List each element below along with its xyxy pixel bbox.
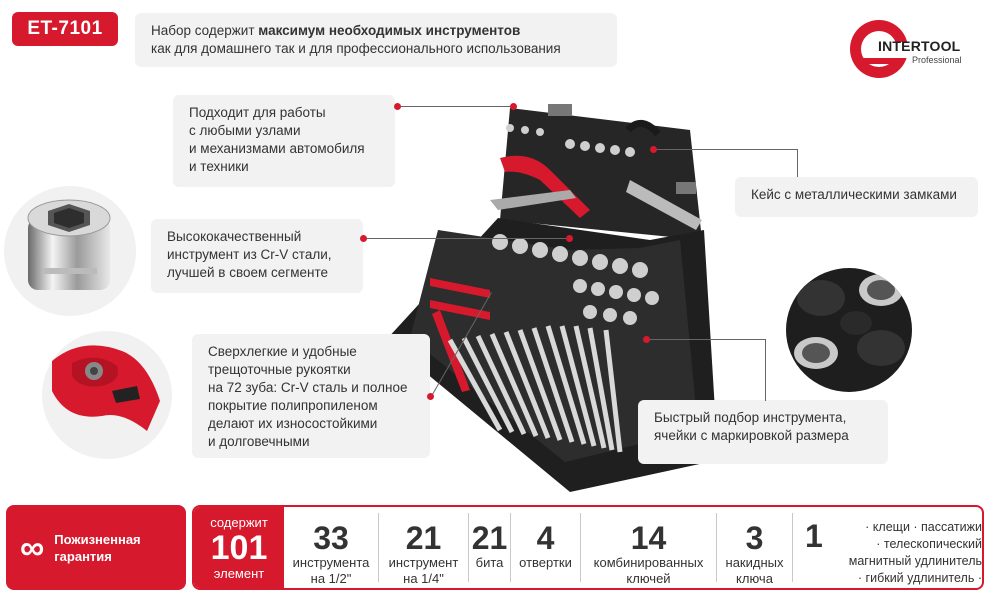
units-line: и механизмами автомобиля: [189, 141, 365, 156]
stat-label: отвертки: [519, 555, 572, 570]
stat-label: инструмента: [292, 555, 370, 570]
steel-line: лучшей в своем сегменте: [167, 265, 328, 280]
stat-item: 33 инструмента на 1/2": [284, 513, 379, 586]
stat-number: 21: [471, 520, 508, 556]
socket-image: [4, 186, 136, 316]
warranty-badge: ∞ Пожизненная гарантия: [6, 505, 186, 590]
leader-dot: [427, 393, 434, 400]
stat-number: 4: [536, 520, 555, 556]
stat-item: 21 бита: [469, 513, 511, 582]
total-pre: содержит: [210, 514, 268, 530]
leader-dot: [650, 146, 657, 153]
warranty-line2: гарантия: [54, 548, 112, 564]
leader-line: [797, 149, 798, 177]
units-line: и техники: [189, 159, 249, 174]
callout-steel: Высококачественный инструмент из Cr-V ст…: [151, 219, 363, 293]
stat-label: комбинированных: [593, 555, 704, 570]
ratchet-line: покрытие полипропиленом: [208, 398, 378, 413]
ratchet-line: делают их износостойкими: [208, 416, 378, 431]
model-code: ET-7101: [27, 18, 103, 39]
leader-dot: [566, 235, 573, 242]
leader-line: [654, 149, 798, 150]
stat-number: 21: [405, 520, 442, 556]
intro-card: Набор содержит максимум необходимых инст…: [135, 13, 617, 67]
stat-item: 4 отвертки: [511, 513, 581, 582]
tool-case-image: [386, 104, 718, 492]
stat-number: 3: [745, 520, 764, 556]
cells-line: ячейки с маркировкой размера: [654, 428, 849, 443]
stat-item: 3 накидных ключа: [717, 513, 793, 586]
leader-dot: [510, 103, 517, 110]
intertool-logo: [850, 20, 978, 78]
model-badge: ET-7101: [12, 12, 118, 46]
stat-label: ключей: [626, 571, 671, 586]
leader-dot: [394, 103, 401, 110]
intro-pre: Набор содержит: [151, 23, 259, 38]
stat-number: 14: [630, 520, 667, 556]
brand-name: INTERTOOL: [878, 38, 961, 54]
locks-text: Кейс с металлическими замками: [751, 187, 957, 202]
leader-dot: [360, 235, 367, 242]
intro-post: как для домашнего так и для профессионал…: [151, 41, 561, 56]
ratchet-line: на 72 зуба: Cr-V сталь и полное: [208, 380, 408, 395]
units-line: Подходит для работы: [189, 105, 326, 120]
total-post: элемент: [213, 565, 265, 581]
callout-ratchet: Сверхлегкие и удобные трещоточные рукоят…: [192, 334, 430, 458]
leader-line: [647, 339, 765, 340]
total-count: содержит 101 элемент: [194, 507, 284, 588]
ratchet-line: трещоточные рукоятки: [208, 362, 351, 377]
steel-line: инструмент из Cr-V стали,: [167, 247, 332, 262]
callout-locks: Кейс с металлическими замками: [735, 177, 978, 217]
stat-number: 33: [313, 520, 349, 556]
stat-label: ключа: [736, 571, 773, 586]
stat-extra: 1 · клещи · пассатижи · телескопический …: [793, 513, 982, 585]
leader-line: [364, 238, 569, 239]
warranty-line1: Пожизненная: [54, 531, 141, 547]
brand-sub: Professional: [912, 55, 962, 65]
stat-item: 14 комбинированных ключей: [581, 513, 717, 586]
leader-line: [765, 339, 766, 401]
stat-number: 1: [805, 518, 823, 554]
intro-bold: максимум необходимых инструментов: [258, 23, 521, 38]
stat-item: 21 инструмент на 1/4": [379, 513, 469, 586]
stat-label: · телескопический: [876, 537, 982, 551]
total-number: 101: [210, 528, 268, 567]
ratchet-line: Сверхлегкие и удобные: [208, 344, 357, 359]
stat-label: накидных: [725, 555, 784, 570]
infinity-icon: ∞: [20, 528, 45, 567]
stat-label: · гибкий удлинитель · кейс: [857, 571, 982, 585]
ratchet-image: [42, 331, 172, 459]
cells-line: Быстрый подбор инструмента,: [654, 410, 847, 425]
stat-label: на 1/4": [403, 571, 444, 586]
units-line: с любыми узлами: [189, 123, 301, 138]
stat-label: на 1/2": [310, 571, 352, 586]
stat-label: магнитный удлинитель: [848, 554, 982, 568]
stat-label: бита: [475, 555, 504, 570]
leader-dot: [643, 336, 650, 343]
callout-units: Подходит для работы с любыми узлами и ме…: [173, 95, 395, 187]
leader-line: [398, 106, 511, 107]
callout-cells: Быстрый подбор инструмента, ячейки с мар…: [638, 400, 888, 464]
contents-stats: содержит 101 элемент 33 инструмента на 1…: [192, 505, 984, 590]
ratchet-line: и долговечными: [208, 434, 310, 449]
cells-image: [786, 268, 912, 392]
stat-label: · клещи · пассатижи: [865, 520, 982, 534]
steel-line: Высококачественный: [167, 229, 302, 244]
stat-label: инструмент: [388, 555, 459, 570]
